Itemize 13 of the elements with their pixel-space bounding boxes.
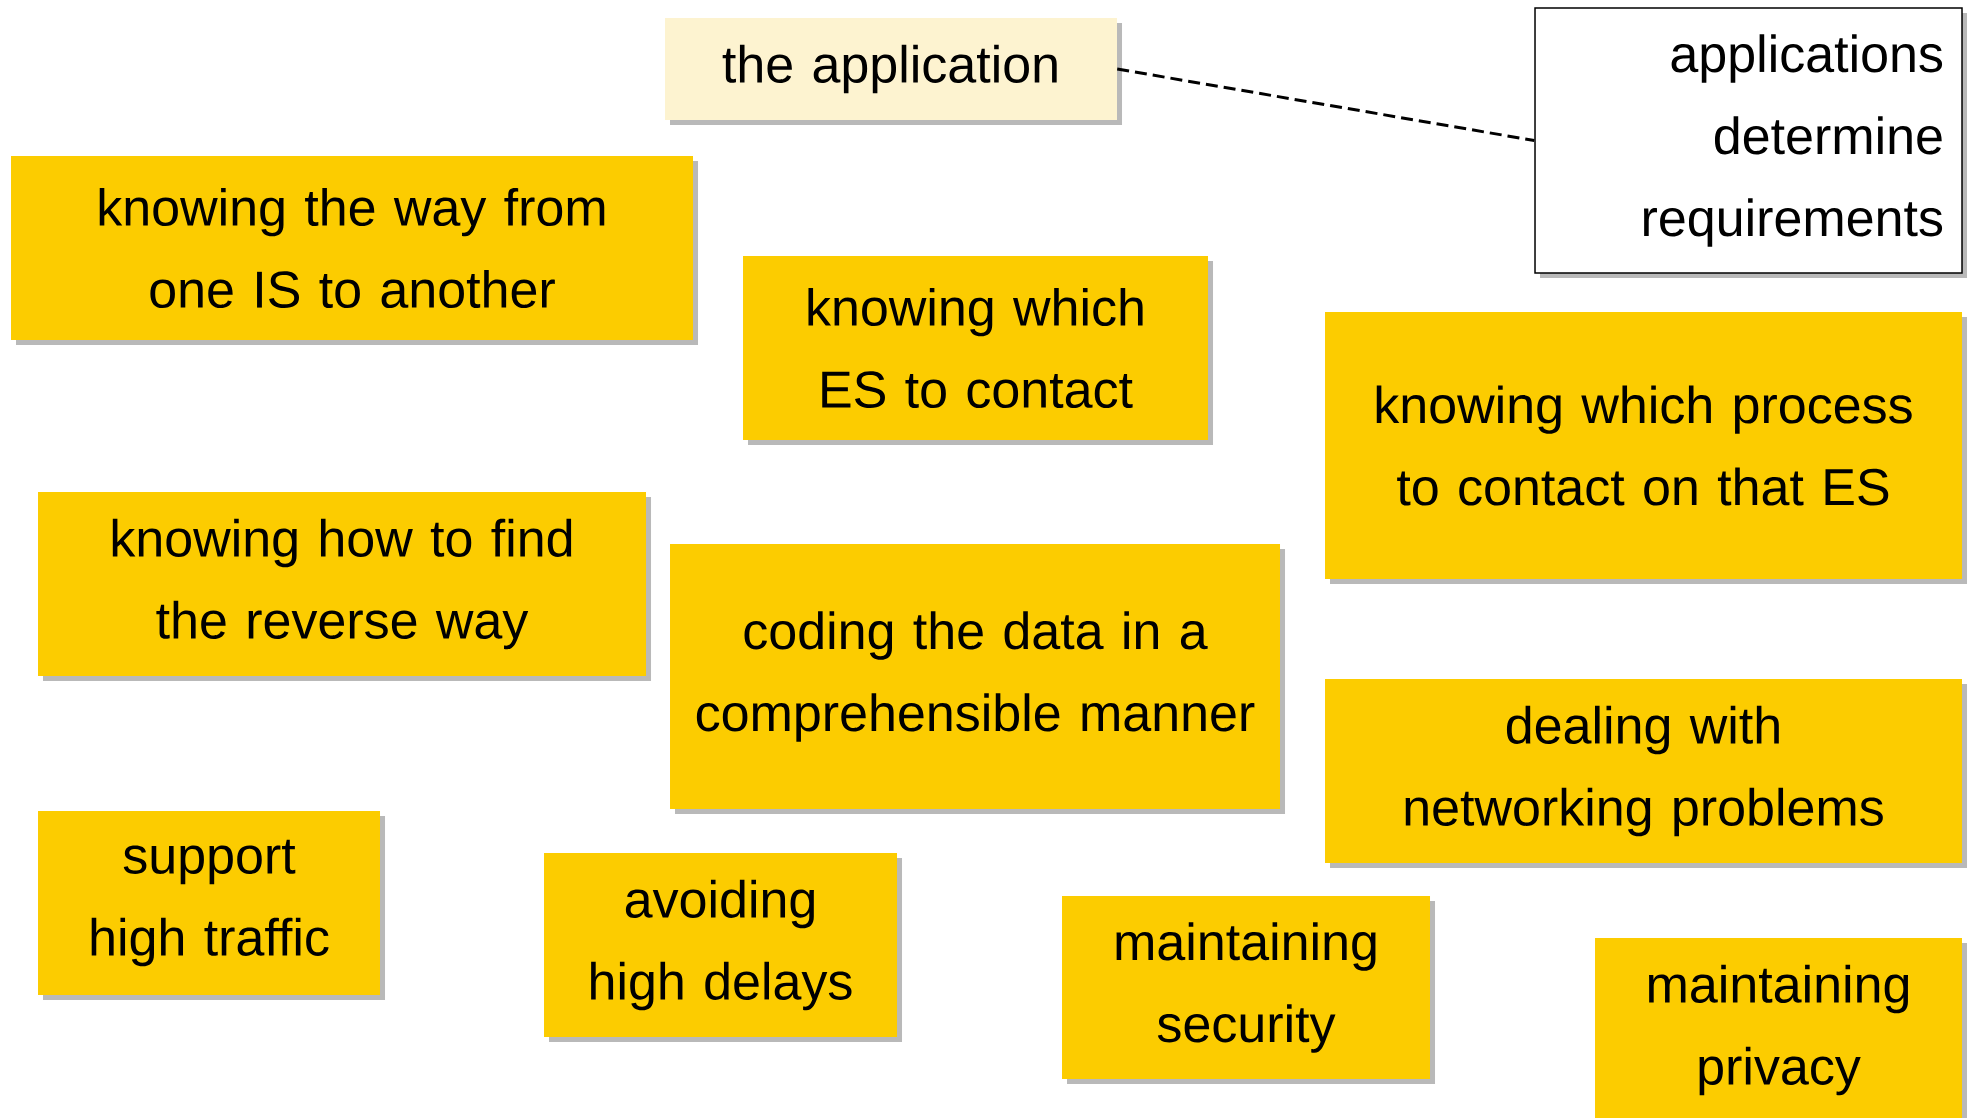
task-box: support high traffic <box>38 811 385 1000</box>
task-box: coding the data in a comprehensible manner <box>670 544 1285 814</box>
note-box: applications determine requirements <box>1534 7 1967 278</box>
task-box: knowing the way from one IS to another <box>11 156 698 345</box>
task-box: maintaining privacy <box>1595 938 1967 1118</box>
task-box: knowing which ES to contact <box>743 256 1213 445</box>
task-box: knowing how to find the reverse way <box>38 492 651 681</box>
task-box: knowing which process to contact on that ES <box>1325 312 1967 584</box>
connector-line <box>1116 67 1535 142</box>
task-box: avoiding high delays <box>544 853 902 1042</box>
task-box: maintaining security <box>1062 896 1435 1084</box>
task-box: dealing with networking problems <box>1325 679 1967 868</box>
note-box: the application <box>665 18 1122 125</box>
